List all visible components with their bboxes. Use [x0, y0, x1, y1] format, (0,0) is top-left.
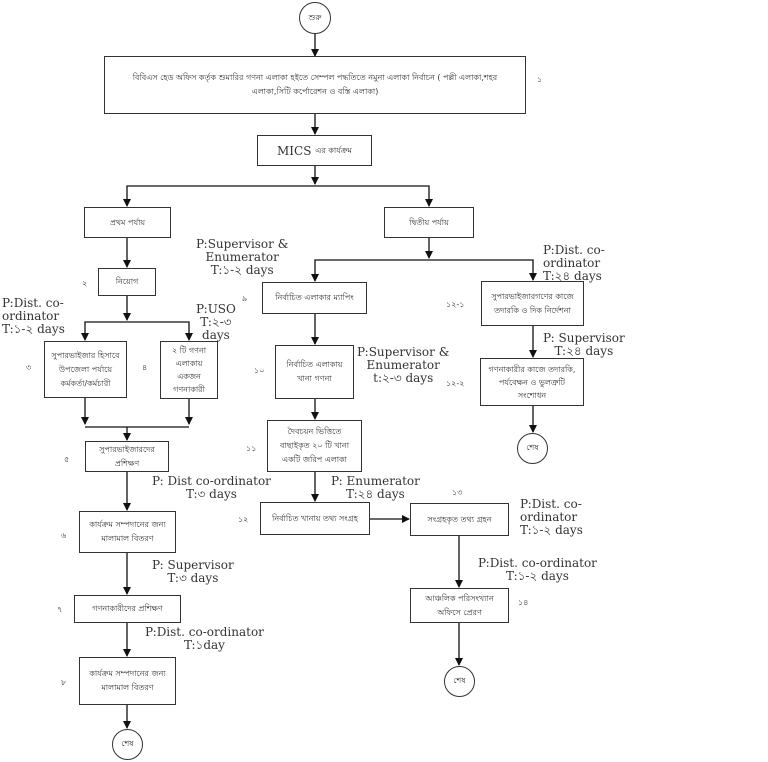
step-number-13: ১৩ — [452, 488, 463, 497]
edge-n2-n3 — [81, 321, 127, 341]
edge-mics-phase1 — [123, 185, 315, 207]
end-node-1: শেষ — [112, 729, 143, 760]
step-10-box: নির্বাচিত এলাকায় খানা গণনা — [275, 345, 354, 399]
step-number-12-1: ১২-১ — [446, 300, 465, 309]
step-13-box: সংগ্রহকৃত তথ্য গ্রহন — [410, 503, 509, 536]
step-8-box: কার্যক্রম সম্পদানের জন্য মালামাল বিতরণ — [79, 657, 176, 705]
step-5-box: সুপারভাইজারদের প্রশিক্ষণ — [85, 441, 169, 472]
phase-1-box: প্রথম পর্যায় — [84, 207, 171, 238]
edge-phase2-n12-1 — [429, 259, 537, 281]
step-14-box: আঞ্চলিক পরিসংখ্যান অফিসে প্রেরণ — [410, 588, 509, 623]
step-1-box: বিবিএস হেড অফিস কর্তৃক শুমারির গণনা এলাক… — [104, 56, 526, 114]
annotation-dist-coordinator-3-days: P: Dist co-ordinator T:৩ days — [152, 474, 271, 501]
step-number-5: ৫ — [64, 455, 70, 464]
step-number-3: ৩ — [26, 363, 32, 372]
step-number-11: ১১ — [246, 444, 257, 453]
annotation-dist-coordinator-14: P:Dist. co-ordinator T:১-২ days — [478, 556, 597, 583]
step-number-10: ১০ — [254, 366, 265, 375]
edge-n2-n4 — [127, 321, 193, 341]
step-number-9: ৯ — [242, 294, 248, 303]
step-9-box: নির্বাচিত এলাকার ম্যাপিং — [262, 282, 367, 314]
step-12-1-box: সুপারভাইজারগণের কাজে তদারকি ও দিক নির্দে… — [481, 281, 584, 326]
annotation-supervisor-enumerator-2: P:Supervisor & Enumerator t:২-৩ days — [357, 345, 450, 385]
step-number-6: ৬ — [61, 531, 67, 540]
step-4-box: ২ টি গণনা এলাকায় একজন গণনাকারী — [160, 341, 218, 399]
step-number-14: ১৪ — [518, 598, 529, 607]
step-number-12: ১২ — [238, 515, 249, 524]
edge-phase2-n9 — [311, 259, 429, 282]
annotation-supervisor-enumerator-1: P:Supervisor & Enumerator T:১-২ days — [196, 237, 289, 277]
mics-box: MICS এর কার্যক্রম — [257, 135, 372, 166]
step-3-box: সুপারভাইজার হিসাবে উপজেলা পর্যায়ে কর্মক… — [44, 341, 127, 398]
step-number-1: ১ — [537, 75, 543, 84]
step-number-7: ৭ — [57, 605, 63, 614]
start-node: শুরু — [299, 2, 331, 34]
step-number-12-2: ১২-২ — [446, 379, 465, 388]
step-11-box: দৈবচয়ন ভিত্তিতে বাছাইকৃত ২০ টি খানা একট… — [267, 420, 362, 472]
phase-2-box: দ্বিতীয় পর্যায় — [384, 207, 474, 238]
mics-sub-label: এর কার্যক্রম — [315, 145, 352, 155]
step-12-box: নির্বাচিত খানায় তথ্য সংগ্রহ — [260, 502, 370, 535]
step-12-2-box: গণনাকারীর কাজে তদারকি, পর্যবেক্ষন ও ভুলত… — [480, 358, 584, 406]
step-6-box: কার্যক্রম সম্পদানের জন্য মালামাল বিতরণ — [79, 511, 176, 553]
step-number-2: ২ — [82, 279, 88, 288]
annotation-uso: P:USO T:২-৩ days — [196, 302, 236, 342]
annotation-dist-coordinator-24-days: P:Dist. co- ordinator T:২৪ days — [543, 243, 605, 283]
step-number-4: ৪ — [142, 363, 148, 372]
annotation-supervisor-3-days: P: Supervisor T:৩ days — [152, 558, 234, 585]
annotation-supervisor-24-days: P: Supervisor T:২৪ days — [543, 331, 625, 358]
annotation-enumerator-24-days: P: Enumerator T:২৪ days — [331, 474, 420, 501]
annotation-dist-coordinator-1: P:Dist. co- ordinator T:১-২ days — [2, 296, 65, 336]
step-number-8: ৮ — [61, 678, 67, 687]
end-node-2: শেষ — [444, 666, 475, 697]
end-node-3: শেষ — [517, 433, 548, 464]
step-7-box: গণনাকারীদের প্রশিক্ষণ — [74, 595, 181, 623]
annotation-dist-coordinator-1-day: P:Dist. co-ordinator T:১day — [145, 625, 264, 652]
edge-mics-phase2 — [315, 185, 433, 207]
step-2-box: নিয়োগ — [98, 268, 156, 296]
annotation-dist-coordinator-13: P:Dist. co- ordinator T:১-২ days — [520, 497, 583, 537]
mics-label: MICS — [277, 143, 312, 158]
